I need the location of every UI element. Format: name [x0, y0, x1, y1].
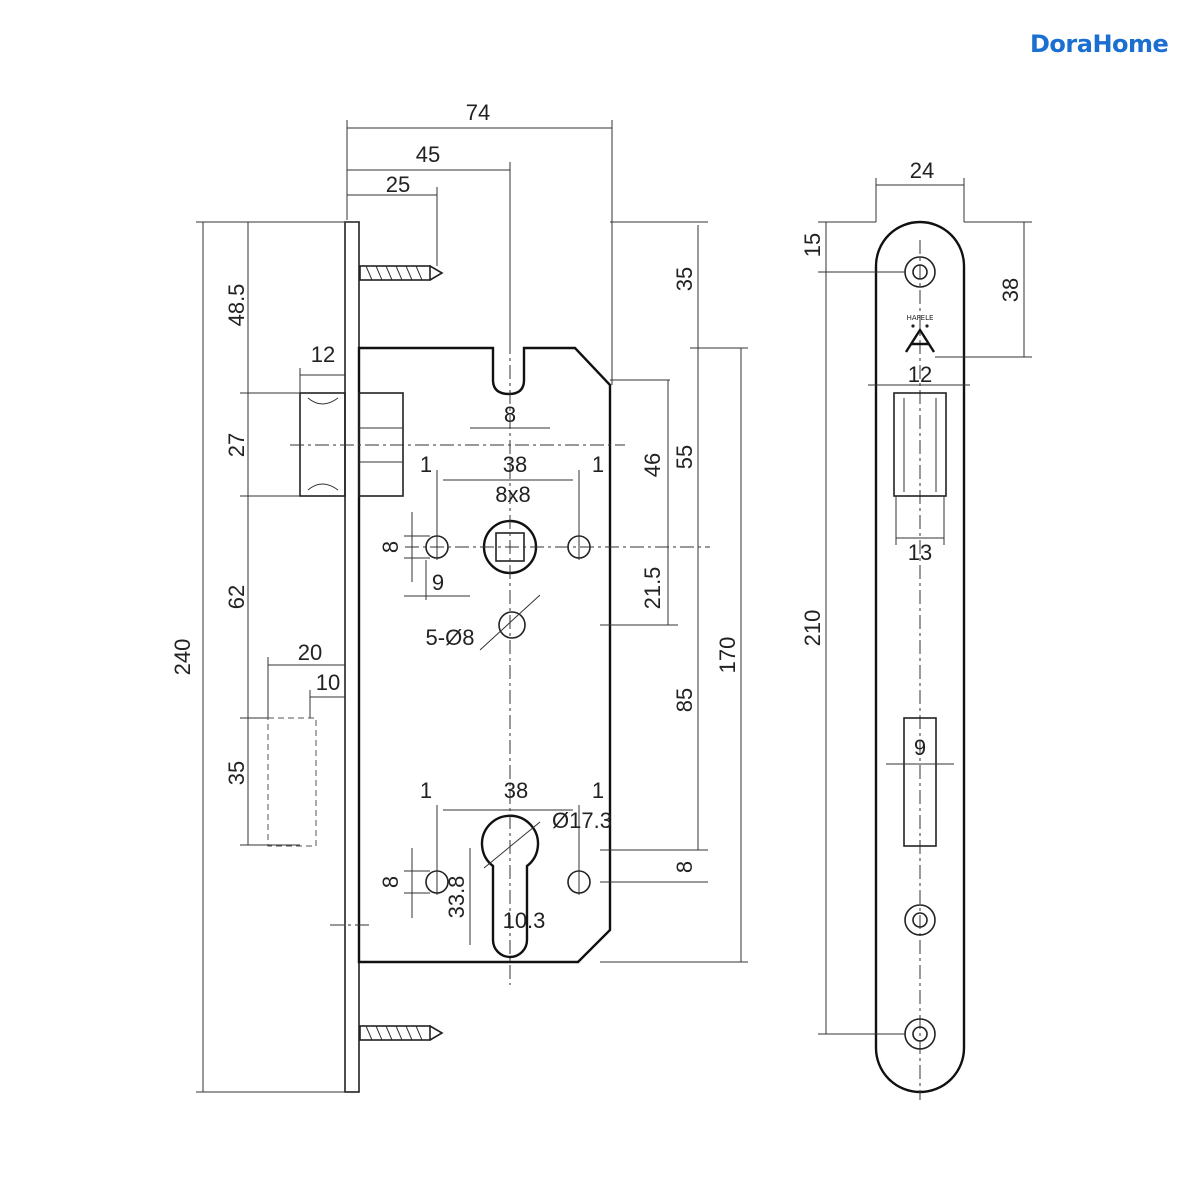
- dim-9-plate: 9: [914, 735, 926, 760]
- dim-38-plate: 38: [998, 278, 1023, 302]
- dim-170: 170: [715, 637, 740, 674]
- lock-case: [357, 346, 612, 964]
- dim-9: 9: [432, 570, 444, 595]
- dim-1-c: 1: [420, 778, 432, 803]
- dim-21-5: 21.5: [640, 567, 665, 610]
- dim-46: 46: [640, 453, 665, 477]
- dim-25: 25: [386, 172, 410, 197]
- faceplate: [344, 221, 360, 1093]
- faceplate-view: HAFELE 24 15 210 38 12 13: [800, 158, 1032, 1100]
- dim-10-3: 10.3: [503, 908, 546, 933]
- dim-45: 45: [416, 142, 440, 167]
- dim-phi17-3: Ø17.3: [552, 808, 612, 833]
- dim-48-5: 48.5: [224, 284, 249, 327]
- dim-33-8: 33.8: [444, 876, 469, 919]
- dim-8x8: 8x8: [495, 482, 530, 507]
- dim-8-hole-a: 8: [378, 541, 403, 553]
- dim-24: 24: [910, 158, 934, 183]
- dim-8-slot: 8: [504, 402, 516, 427]
- latch-outline: [267, 717, 317, 847]
- dim-1-d: 1: [592, 778, 604, 803]
- dim-13: 13: [908, 540, 932, 565]
- dim-1-a: 1: [420, 452, 432, 477]
- dim-5-phi8: 5-Ø8: [426, 625, 475, 650]
- dim-1-b: 1: [592, 452, 604, 477]
- dim-240: 240: [170, 639, 195, 676]
- dim-12-bolt: 12: [311, 342, 335, 367]
- logo-text: HAFELE: [907, 314, 934, 322]
- dim-62: 62: [224, 585, 249, 609]
- dim-38-a: 38: [503, 452, 527, 477]
- lock-body-view: 74 45 25 240 48.5 27 62 35 12 20 10 8 1 …: [170, 100, 748, 1093]
- top-screw-icon: [359, 265, 444, 281]
- dim-85: 85: [672, 688, 697, 712]
- bottom-screw-icon: [359, 1025, 444, 1041]
- latch-slot-icon: [903, 717, 937, 847]
- dim-74: 74: [466, 100, 490, 125]
- dim-55: 55: [672, 445, 697, 469]
- dim-8-hole-b: 8: [378, 876, 403, 888]
- fixing-hole: [498, 611, 526, 639]
- middle-screw-hole-icon: [904, 904, 936, 936]
- dim-38-b: 38: [504, 778, 528, 803]
- dim-210: 210: [800, 610, 825, 647]
- dim-20: 20: [298, 640, 322, 665]
- dim-35-latch: 35: [224, 761, 249, 785]
- dim-27: 27: [224, 433, 249, 457]
- dim-12-plate: 12: [908, 362, 932, 387]
- dim-35-top: 35: [672, 267, 697, 291]
- hafele-logo: HAFELE: [904, 314, 936, 353]
- brand-logo: DoraHome: [1030, 30, 1169, 58]
- dim-15: 15: [800, 233, 825, 257]
- dim-10: 10: [316, 670, 340, 695]
- dim-8-right: 8: [672, 861, 697, 873]
- deadbolt-slot-icon: [893, 392, 947, 497]
